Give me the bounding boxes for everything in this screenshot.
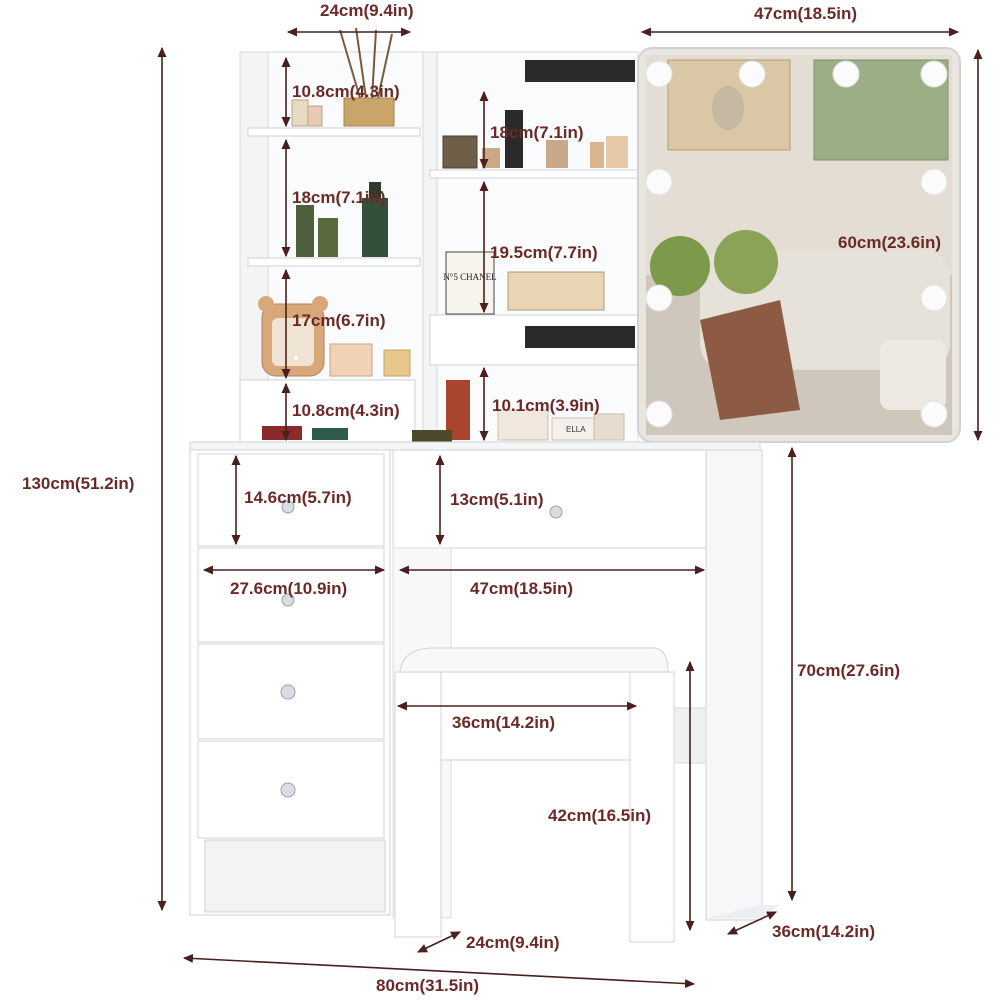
knob-5 <box>549 505 563 519</box>
cream-jar <box>329 343 373 377</box>
mirror-bracket-bottom <box>525 326 635 348</box>
dim-drawer-left-height: 14.6cm(5.7in) <box>244 488 352 507</box>
left-hutch <box>239 27 426 446</box>
stool <box>394 647 707 943</box>
bear-frame <box>258 296 328 377</box>
green-bottles <box>296 182 388 257</box>
peach-bottle <box>606 136 628 168</box>
stool-leg-right <box>629 671 675 943</box>
black-bottle <box>505 110 523 168</box>
mirror-bulbs <box>645 60 948 428</box>
teal-pouch <box>312 428 348 440</box>
dimension-lines <box>157 27 983 989</box>
compact <box>412 430 452 442</box>
dim-shelf-bottom-right: 10.1cm(3.9in) <box>492 396 600 415</box>
left-drawer-1 <box>197 453 385 547</box>
book-text: ELLA <box>566 425 586 434</box>
dim-table-height: 70cm(27.6in) <box>797 661 900 680</box>
dim-drawer-center-height: 13cm(5.1in) <box>450 490 544 509</box>
right-leg <box>705 449 763 921</box>
mirror-reflection-blanket <box>700 300 800 420</box>
small-jar-2 <box>307 105 323 127</box>
dim-shelf-top-left: 10.8cm(4.3in) <box>292 82 400 101</box>
dim-shelf-lower-left: 17cm(6.7in) <box>292 311 386 330</box>
dim-total-height: 130cm(51.2in) <box>22 474 135 493</box>
lipstick-tray <box>507 271 605 311</box>
mid-shelf-1 <box>429 169 639 179</box>
stool-apron <box>397 671 675 761</box>
perfume-box: N°5 CHANEL <box>443 251 497 315</box>
dim-shelf-mid-right-top: 18cm(7.1in) <box>490 123 584 142</box>
dim-mirror-width: 47cm(18.5in) <box>754 4 857 23</box>
reed-diffuser <box>339 27 395 127</box>
knob-1 <box>281 500 295 514</box>
small-jar <box>291 99 309 127</box>
knob-4 <box>280 782 296 798</box>
mirror-reflection-pillow-1 <box>650 236 710 296</box>
stool-cushion <box>399 647 669 673</box>
center-drawer <box>392 449 709 549</box>
left-shelf-1 <box>247 127 421 137</box>
stool-leg-left <box>394 671 442 938</box>
mirror-reflection-stool <box>880 340 946 410</box>
perfume-box-text: N°5 CHANEL <box>443 272 496 282</box>
led-mirror <box>637 47 961 443</box>
dim-knee-width: 47cm(18.5in) <box>470 579 573 598</box>
mirror-reflection-pillow-2 <box>714 230 778 294</box>
dim-total-width: 80cm(31.5in) <box>376 976 479 995</box>
gold-jar <box>383 349 411 377</box>
dim-stool-width: 36cm(14.2in) <box>452 713 555 732</box>
beige-bottle <box>546 140 568 168</box>
dim-shelf-mid-left: 18cm(7.1in) <box>292 188 386 207</box>
dim-stool-depth: 24cm(9.4in) <box>466 933 560 952</box>
dim-mirror-height: 60cm(23.6in) <box>838 233 941 252</box>
dim-shelf-bottom-left: 10.8cm(4.3in) <box>292 401 400 420</box>
middle-hutch: N°5 CHANEL ELLA <box>412 51 639 446</box>
dim-drawer-left-width: 27.6cm(10.9in) <box>230 579 348 598</box>
knob-2 <box>281 593 295 607</box>
dim-stool-height: 42cm(16.5in) <box>548 806 651 825</box>
trinket-dish <box>497 409 549 441</box>
candle-jar <box>442 135 478 169</box>
dim-top-left-width: 24cm(9.4in) <box>320 1 414 20</box>
amber-bottle <box>590 142 604 168</box>
cabinet-base <box>204 839 386 913</box>
jewelry-bits <box>262 426 302 440</box>
cream-box <box>593 413 625 441</box>
dim-table-depth: 36cm(14.2in) <box>772 922 875 941</box>
dim-shelf-mid-right-mid: 19.5cm(7.7in) <box>490 243 598 262</box>
mirror-bracket-top <box>525 60 635 82</box>
left-shelf-2 <box>247 257 421 267</box>
book-stack: ELLA <box>551 417 601 441</box>
knob-3 <box>280 684 296 700</box>
